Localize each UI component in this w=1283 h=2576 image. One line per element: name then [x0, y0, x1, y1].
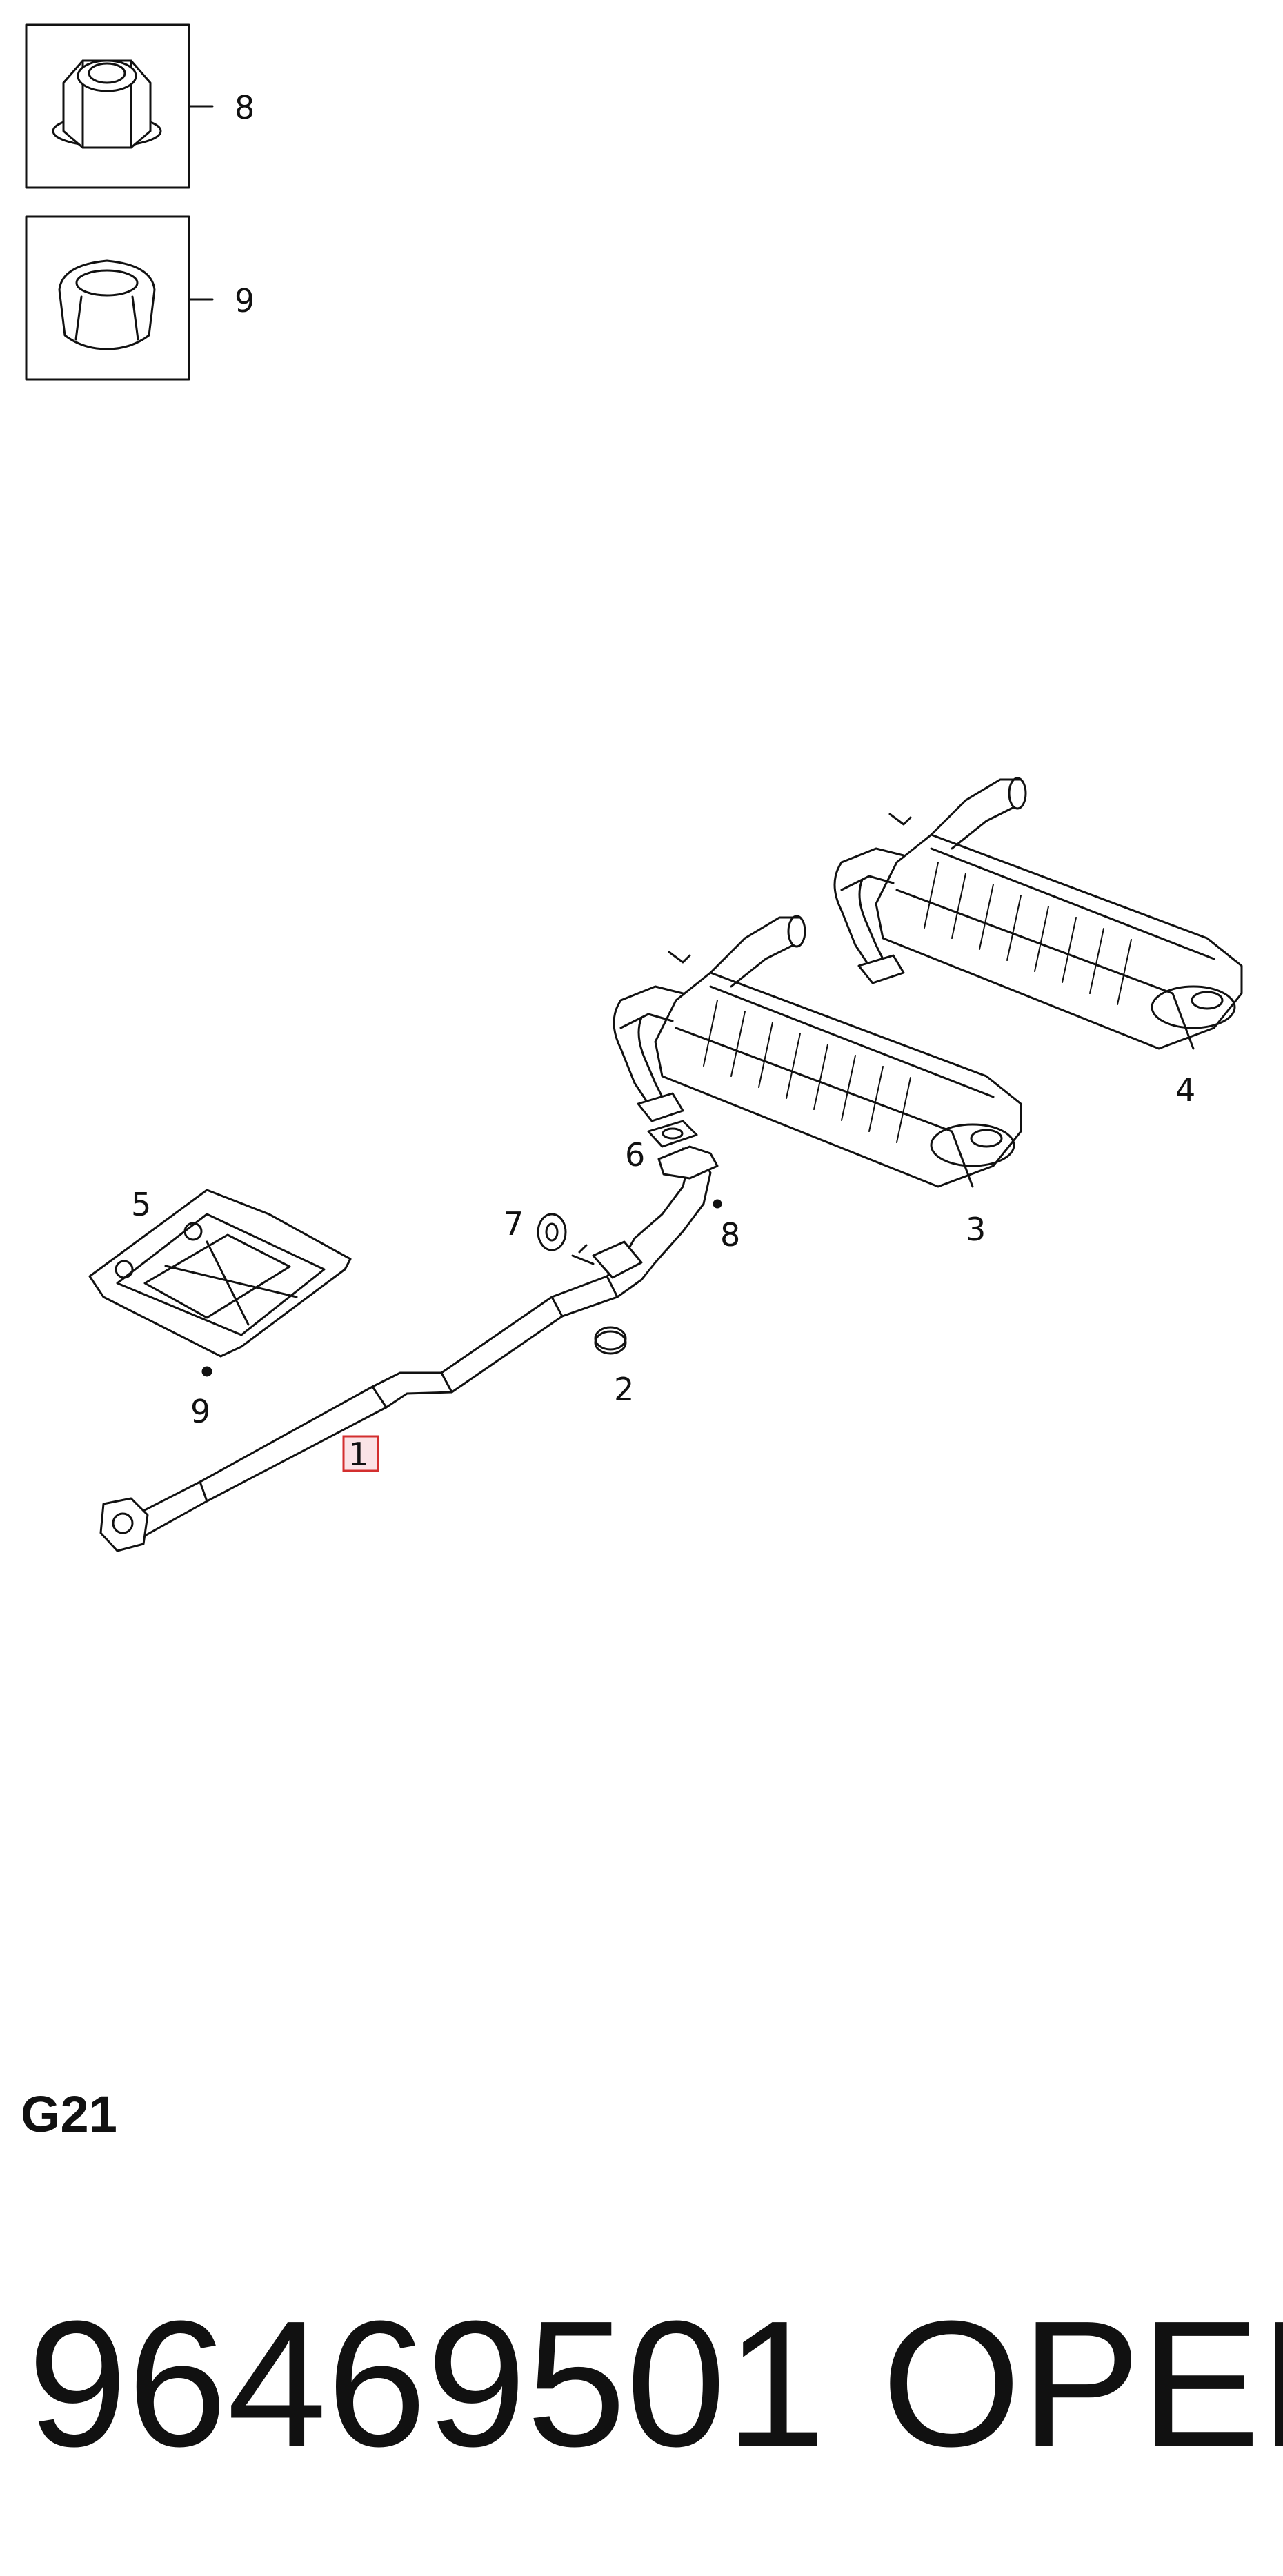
inset-nut-8 — [25, 23, 214, 189]
front-pipe — [99, 1145, 719, 1552]
callout-8: 8 — [720, 1216, 740, 1254]
heat-shield — [88, 1189, 352, 1358]
rear-muffler-right — [833, 777, 1243, 1050]
callout-5: 5 — [131, 1186, 151, 1223]
rear-muffler-left — [613, 915, 1022, 1188]
part-number: 96469501 — [28, 2284, 826, 2484]
highlight-box-1 — [342, 1435, 379, 1472]
callout-9: 9 — [190, 1393, 210, 1430]
callout-4: 4 — [1175, 1071, 1195, 1109]
gasket — [647, 1120, 698, 1148]
nut-9 — [201, 1366, 212, 1377]
inset-nut-9 — [25, 215, 214, 381]
callout-3: 3 — [966, 1211, 986, 1248]
callout-2: 2 — [614, 1371, 634, 1408]
nut-8 — [713, 1199, 722, 1209]
section-code: G21 — [21, 2085, 117, 2143]
brand-name: OPEL — [882, 2284, 1283, 2484]
clamp — [594, 1326, 627, 1355]
callout-7: 7 — [504, 1205, 524, 1242]
callout-box-9: 9 — [235, 282, 255, 319]
callout-6: 6 — [625, 1136, 645, 1173]
callout-1: 1 — [348, 1436, 368, 1473]
rubber-hanger — [537, 1213, 595, 1265]
callout-box-8: 8 — [235, 89, 255, 126]
